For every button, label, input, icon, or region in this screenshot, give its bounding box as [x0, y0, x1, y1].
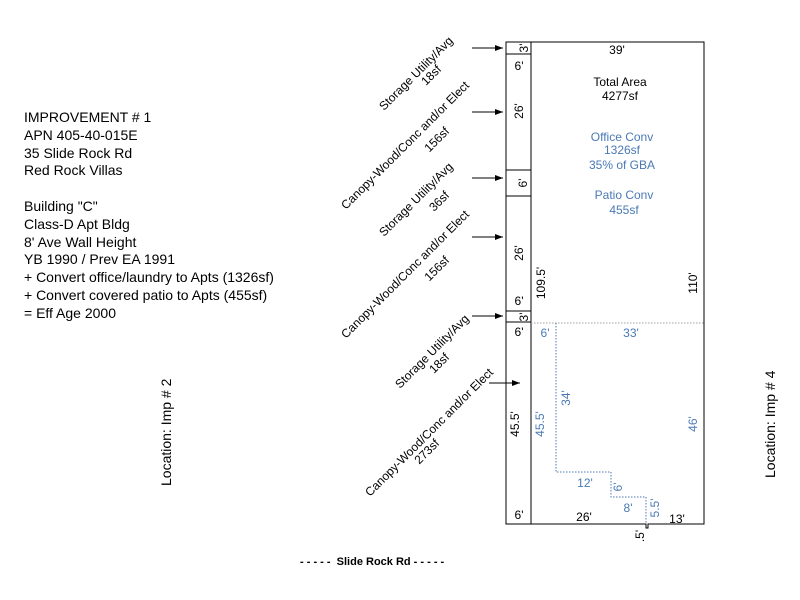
patio-outline — [531, 322, 704, 524]
info-line: IMPROVEMENT # 1 — [24, 109, 152, 125]
patio-conv-value: 455sf — [609, 203, 639, 217]
dim-right: 110' — [686, 272, 700, 293]
callout-name: Canopy-Wood/Conc and/or Elect — [362, 365, 496, 499]
dim-patio-step-v1: 6' — [611, 483, 625, 492]
total-area-value: 4277sf — [602, 89, 639, 103]
building-outline — [505, 41, 705, 529]
dim-seg: 6' — [516, 179, 530, 188]
info-line: = Eff Age 2000 — [24, 304, 116, 321]
info-line: 8' Ave Wall Height — [24, 233, 137, 250]
dim-bottom-jog: .5' — [633, 530, 647, 542]
outline-path — [505, 41, 705, 529]
office-conv-title: Office Conv — [591, 130, 653, 144]
callout-name: Canopy-Wood/Conc and/or Elect — [338, 78, 472, 212]
info-line: YB 1990 / Prev EA 1991 — [24, 251, 175, 268]
dim-seg: 6' — [515, 294, 524, 308]
dim-patio-left: 45.5' — [533, 411, 547, 437]
info-line: APN 405-40-015E — [24, 126, 138, 143]
dim-patio-top: 33' — [623, 326, 639, 340]
dim-seg: 45.5' — [508, 411, 522, 437]
dim-seg: 3' — [517, 313, 531, 322]
dim-bottom-left: 26' — [576, 510, 592, 524]
office-conv-value: 1326sf — [604, 143, 641, 157]
patio-conv-title: Patio Conv — [595, 188, 654, 202]
dim-patio-step-h2: 8' — [624, 501, 633, 515]
info-line: Building "C" — [24, 197, 98, 214]
dim-left-total: 109.5' — [534, 267, 548, 299]
dim-seg: 6' — [515, 508, 524, 522]
dim-patio-step-left: 34' — [559, 390, 573, 406]
dim-seg: 3' — [517, 44, 531, 53]
dim-seg: 6' — [515, 59, 524, 73]
office-conv-pct: 35% of GBA — [589, 158, 655, 172]
dim-seg: 26' — [512, 245, 526, 261]
total-area-title: Total Area — [593, 75, 647, 89]
dim-seg: 26' — [512, 103, 526, 119]
callout-name: Storage Utility/Avg — [392, 312, 472, 392]
info-line: + Convert covered patio to Apts (455sf) — [24, 286, 268, 303]
info-line: + Convert office/laundry to Apts (1326sf… — [24, 269, 274, 286]
dim-patio-step-v2: 5.5' — [648, 499, 662, 518]
dim-seg: 6' — [515, 325, 524, 339]
dim-bottom-right: 13' — [669, 512, 685, 526]
dim-patio-step-h1: 12' — [577, 476, 593, 490]
dim-top: 39' — [609, 43, 625, 57]
info-line: 35 Slide Rock Rd — [24, 144, 133, 161]
dim-patio-left-short: 6' — [541, 326, 550, 340]
improvement-info: IMPROVEMENT # 1 APN 405-40-015E 35 Slide… — [24, 109, 274, 323]
callout-arrows — [472, 45, 520, 386]
info-line: Class-D Apt Bldg — [24, 215, 130, 232]
patio-step-path — [555, 323, 647, 524]
street-label: - - - - - Slide Rock Rd - - - - - — [300, 556, 445, 568]
info-line: Red Rock Villas — [24, 162, 123, 179]
dim-patio-right: 46' — [686, 416, 700, 432]
